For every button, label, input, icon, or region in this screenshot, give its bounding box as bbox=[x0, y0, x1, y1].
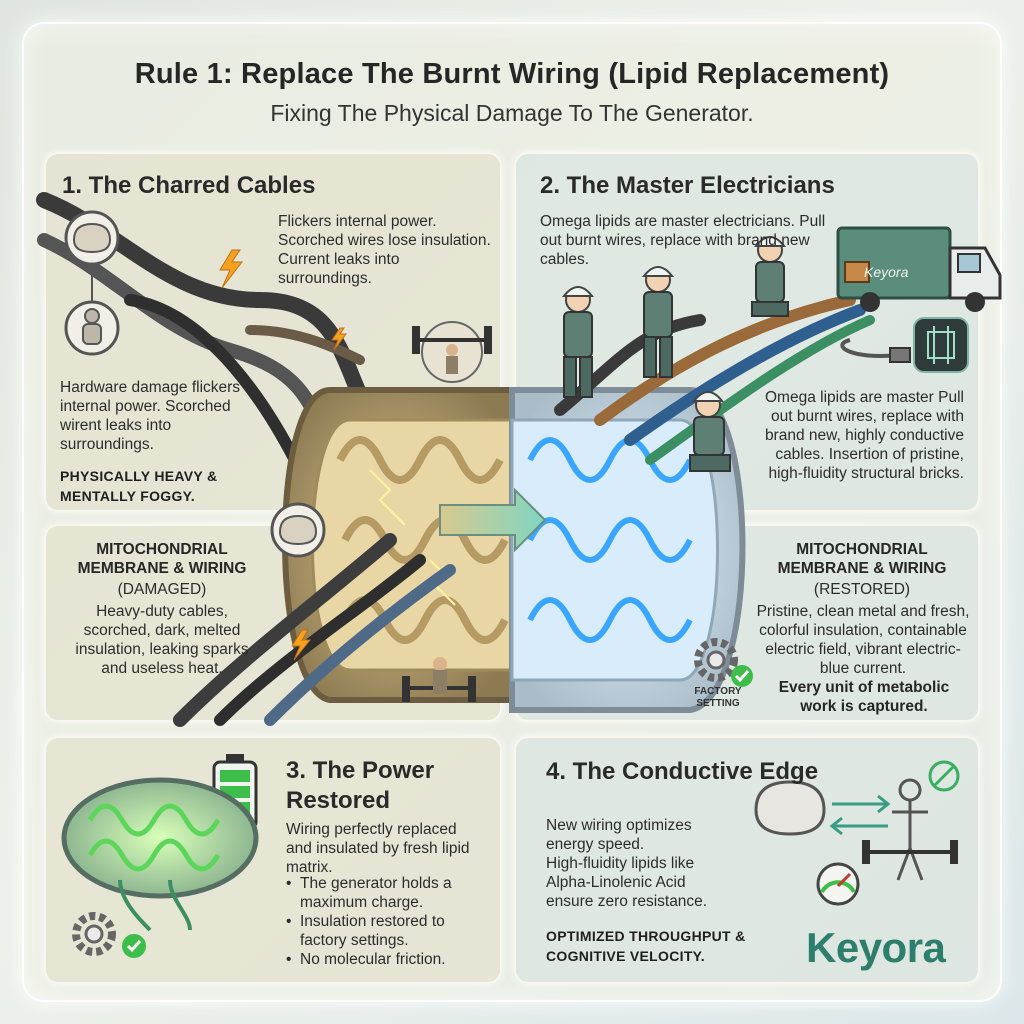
panel-conductive-edge bbox=[514, 736, 980, 984]
brain-icon bbox=[270, 502, 326, 558]
circuit-chip-icon bbox=[913, 317, 969, 373]
arrow-right-icon bbox=[439, 487, 547, 553]
panel1-intro: Flickers internal power. Scorched wires … bbox=[278, 213, 491, 287]
panel3-intro: Wiring perfectly replaced and insulated … bbox=[286, 821, 470, 876]
weightlifter-icon bbox=[412, 321, 492, 383]
gear-icon bbox=[694, 638, 738, 682]
brain-icon bbox=[754, 780, 826, 836]
mitochondrion-damaged bbox=[282, 387, 515, 703]
arrow-left-icon bbox=[829, 816, 888, 836]
damaged-heading: MITOCHONDRIAL MEMBRANE & WIRING bbox=[77, 541, 247, 577]
restored-description: Pristine, clean metal and fresh, colorfu… bbox=[756, 603, 970, 677]
gear-icon bbox=[72, 912, 116, 956]
panel1-hardware: Hardware damage flickers internal power.… bbox=[60, 379, 241, 453]
electrician-figures bbox=[561, 236, 789, 472]
arrow-right-icon bbox=[832, 794, 891, 814]
new-cables bbox=[554, 294, 875, 465]
list-item: No molecular friction. bbox=[286, 950, 486, 969]
factory-setting-badge: FACTORY SETTING bbox=[694, 686, 742, 709]
restored-status: (RESTORED) bbox=[813, 581, 911, 598]
no-entry-icon bbox=[928, 760, 960, 792]
mitochondrion-restored bbox=[509, 387, 746, 713]
restored-emphasis: Every unit of metabolic work is captured… bbox=[778, 679, 950, 715]
weightlifter-icon bbox=[402, 657, 476, 702]
brand-logo: Keyora bbox=[806, 924, 946, 971]
lightning-icon bbox=[219, 249, 347, 661]
panel1-conclusion: PHYSICALLY HEAVY & MENTALLY FOGGY. bbox=[60, 468, 218, 504]
person-icon bbox=[892, 778, 928, 881]
panel4-line2: High-fluidity lipids like Alpha-Linoleni… bbox=[546, 855, 708, 910]
check-icon bbox=[122, 934, 146, 958]
panel3-title: 3. The Power Restored bbox=[286, 757, 435, 814]
panel3-bullets: The generator holds a maximum charge. In… bbox=[286, 874, 486, 969]
panel1-title: 1. The Charred Cables bbox=[62, 172, 316, 199]
keyora-truck bbox=[836, 226, 1002, 312]
brain-icon bbox=[64, 210, 120, 266]
damaged-status: (DAMAGED) bbox=[117, 581, 207, 598]
page-title: Rule 1: Replace The Burnt Wiring (Lipid … bbox=[134, 58, 890, 90]
mitochondrion-healthy bbox=[61, 777, 259, 899]
panel2-title: 2. The Master Electricians bbox=[540, 172, 835, 199]
gauge-icon bbox=[816, 862, 860, 906]
weightlifter-icon bbox=[862, 840, 958, 864]
restored-heading: MITOCHONDRIAL MEMBRANE & WIRING bbox=[777, 541, 947, 577]
list-item: Insulation restored to factory settings. bbox=[286, 912, 486, 950]
plug-icon bbox=[840, 338, 911, 363]
panel4-line1: New wiring optimizes energy speed. bbox=[546, 817, 692, 853]
person-icon bbox=[64, 300, 120, 356]
panel2-intro: Omega lipids are master electricians. Pu… bbox=[540, 213, 826, 268]
truck-label: Keyora bbox=[864, 264, 909, 280]
list-item: The generator holds a maximum charge. bbox=[286, 874, 486, 912]
page-subtitle: Fixing The Physical Damage To The Genera… bbox=[270, 100, 754, 126]
panel4-title: 4. The Conductive Edge bbox=[546, 758, 819, 785]
panel4-conclusion: OPTIMIZED THROUGHPUT & COGNITIVE VELOCIT… bbox=[546, 928, 746, 964]
damaged-description: Heavy-duty cables, scorched, dark, melte… bbox=[75, 603, 249, 677]
damaged-lower-cables bbox=[173, 533, 456, 727]
check-icon bbox=[731, 665, 753, 687]
panel2-detail: Omega lipids are master Pull out burnt w… bbox=[764, 389, 964, 482]
